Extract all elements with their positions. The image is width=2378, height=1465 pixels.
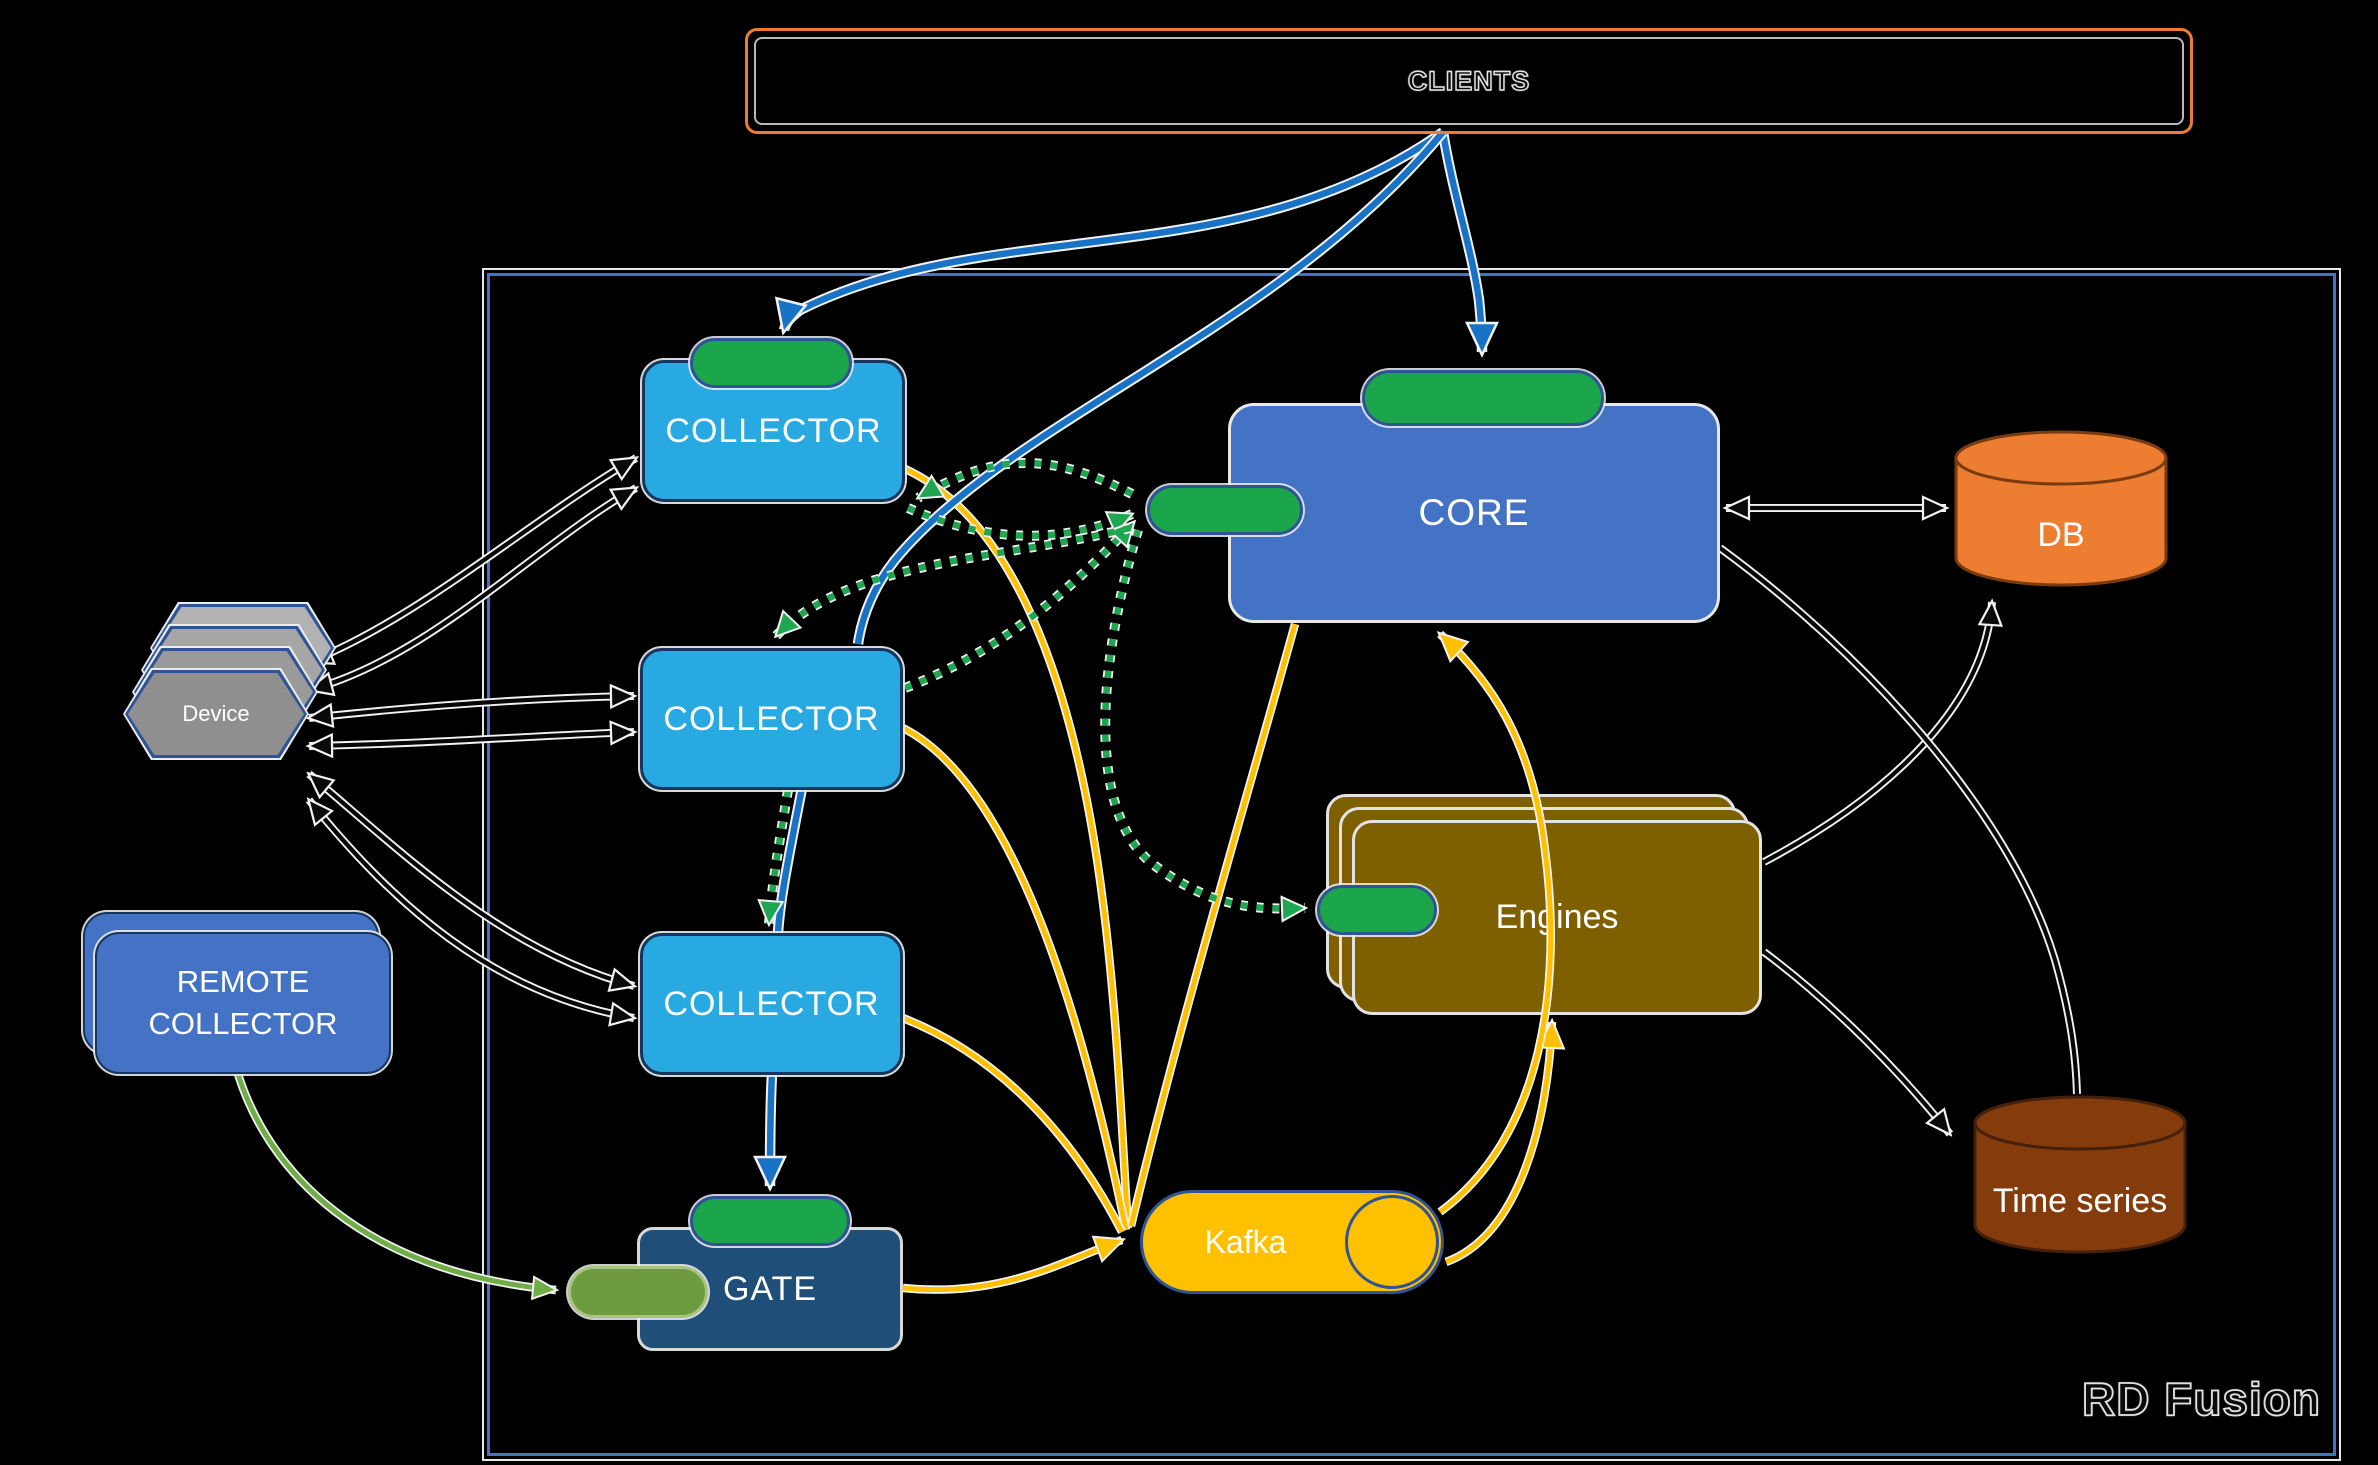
- collector2-node: COLLECTOR: [640, 648, 903, 790]
- arrow-clients-core: [1437, 131, 1499, 358]
- kafka-node: Kafka: [1140, 1190, 1444, 1294]
- boundary-title: RD Fusion: [2081, 1372, 2321, 1426]
- db-label: DB: [2037, 515, 2085, 554]
- core-left-status-pill: [1147, 485, 1303, 535]
- arrows-device-collectors: [305, 454, 640, 1027]
- arrow-collector2-gate: [753, 786, 808, 1192]
- collector1-status-pill: [690, 338, 852, 388]
- collector3-node: COLLECTOR: [640, 933, 903, 1075]
- dotted-core-collector1: [915, 458, 1135, 503]
- arrows-to-kafka: [901, 464, 1300, 1294]
- gate-top-status-pill: [690, 1196, 850, 1246]
- clients-inner-frame: CLIENTS: [754, 37, 2184, 125]
- db-node: DB: [1953, 428, 2169, 590]
- line-core-timeseries: [1717, 544, 2081, 1095]
- device-node: Device: [123, 668, 309, 760]
- timeseries-cylinder-shape: [1973, 1095, 2187, 1254]
- timeseries-label: Time series: [1992, 1181, 2168, 1220]
- arrow-engines-timeseries: [1761, 948, 1954, 1137]
- arrow-remote-gate: [233, 1072, 560, 1301]
- remote-collector-node: REMOTE COLLECTOR: [95, 932, 391, 1074]
- timeseries-node: Time series: [1972, 1093, 2188, 1257]
- gate-label: GATE: [722, 1269, 818, 1308]
- dotted-core-engines: [1100, 528, 1309, 923]
- arrow-engines-db: [1762, 598, 2004, 866]
- dotted-collector2-collector3: [757, 789, 793, 928]
- arrow-clients-collector1: [774, 127, 1447, 336]
- collector1-label: COLLECTOR: [665, 411, 882, 450]
- clients-node: CLIENTS: [745, 28, 2193, 134]
- core-top-status-pill: [1362, 370, 1604, 426]
- line-clients-collector2: [852, 128, 1448, 645]
- collector3-label: COLLECTOR: [663, 984, 880, 1023]
- collector2-label: COLLECTOR: [663, 699, 880, 738]
- clients-label: CLIENTS: [1407, 65, 1531, 96]
- kafka-cylinder-cap: [1345, 1195, 1439, 1289]
- remote-collector-label: REMOTE COLLECTOR: [148, 964, 338, 1041]
- dotted-collector1-core: [906, 503, 1135, 541]
- collector1-node: COLLECTOR: [642, 360, 905, 502]
- engines-status-pill: [1317, 885, 1437, 935]
- db-cylinder-shape: [1954, 430, 2168, 587]
- core-node: CORE: [1228, 403, 1720, 623]
- dotted-core-collector2: [772, 523, 1132, 640]
- arrow-kafka-engines: [1444, 1017, 1566, 1266]
- core-label: CORE: [1418, 492, 1530, 533]
- gate-left-status-pill: [568, 1266, 708, 1318]
- device-label: Device: [182, 701, 250, 726]
- kafka-label: Kafka: [1204, 1223, 1287, 1260]
- engines-label: Engines: [1495, 898, 1619, 936]
